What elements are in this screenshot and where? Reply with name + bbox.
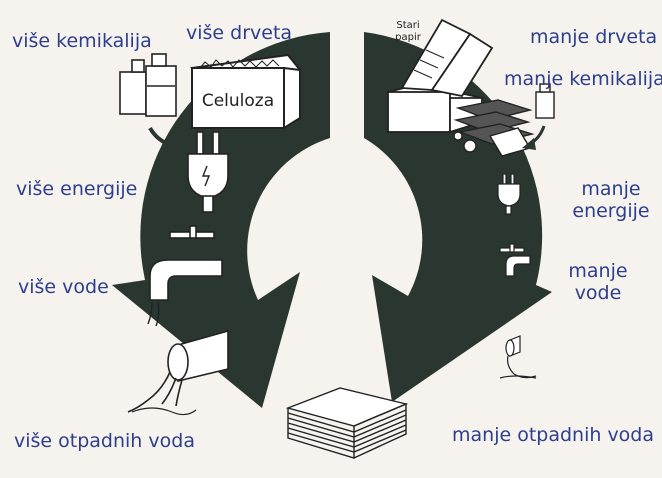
right-energy-line2: energije [572, 200, 650, 222]
chemicals-arrow-head-icon [168, 138, 182, 156]
right-energy-line1: manje [581, 178, 641, 200]
small-faucet-icon [499, 243, 531, 277]
left-wastewater-label: više otpadnih voda [14, 430, 195, 452]
right-chemicals-arrow-head-icon [522, 138, 536, 150]
right-chemicals-label: manje kemikalija [504, 68, 662, 90]
paper-stack-icon [285, 387, 409, 459]
old-paper-box-icon [387, 18, 494, 134]
right-wastewater-label: manje otpadnih voda [452, 424, 655, 446]
newspaper-stack-icon [453, 99, 535, 157]
left-water-label: više vode [18, 276, 109, 298]
small-bottle-icon [535, 83, 555, 119]
old-paper-label-line1: Stari [396, 20, 419, 31]
right-water-label: manje vode [566, 260, 630, 304]
right-water-line1: manje [568, 260, 628, 282]
cellulose-box-label: Celuloza [202, 91, 274, 111]
left-chemicals-label: više kemikalija [12, 30, 152, 52]
left-energy-label: više energije [16, 178, 138, 200]
small-plug-icon [497, 173, 521, 215]
cellulose-box-icon [190, 53, 302, 130]
faucet-icon [147, 225, 223, 327]
right-energy-label: manje energije [566, 178, 656, 222]
right-water-line2: vode [574, 282, 622, 304]
small-pipe-icon [499, 335, 537, 379]
right-wood-label: manje drveta [530, 26, 658, 48]
chemical-bottles-icon [119, 53, 177, 117]
plug-icon [187, 131, 229, 213]
old-paper-label-line2: papir [395, 32, 422, 43]
pipe-outflow-icon [127, 329, 229, 416]
left-wood-label: više drveta [186, 22, 293, 44]
